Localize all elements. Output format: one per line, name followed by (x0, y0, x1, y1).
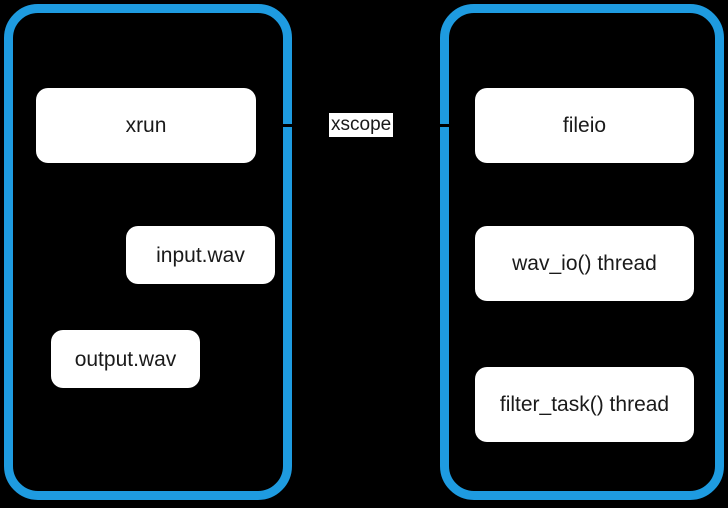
node-fileio[interactable]: fileio (475, 88, 694, 163)
host-panel[interactable] (4, 4, 292, 500)
device-panel[interactable] (440, 4, 724, 500)
xscope-connector-left-segment (282, 124, 312, 127)
xscope-connector-label: xscope (329, 113, 394, 137)
node-output-wav[interactable]: output.wav (51, 330, 200, 388)
xscope-connector-right-segment (420, 124, 450, 127)
node-wav-io-thread[interactable]: wav_io() thread (475, 226, 694, 301)
node-input-wav[interactable]: input.wav (126, 226, 275, 284)
node-filter-task-thread[interactable]: filter_task() thread (475, 367, 694, 442)
node-xrun[interactable]: xrun (36, 88, 256, 163)
